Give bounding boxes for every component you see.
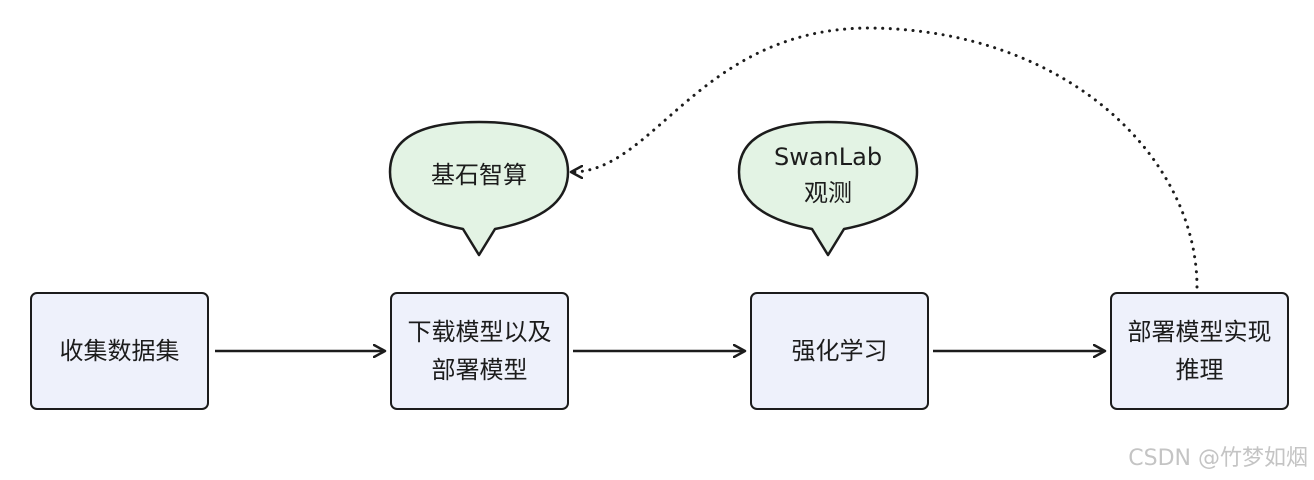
- step-collect-label: 收集数据集: [59, 337, 180, 365]
- swanlab-bubble-label-line1: SwanLab: [773, 143, 883, 171]
- step-deploy-label-line2: 推理: [1175, 356, 1224, 384]
- step-reinforcement-learning: 强化学习: [750, 292, 929, 410]
- step-deploy-label-line1: 部署模型实现: [1127, 318, 1272, 346]
- swanlab-bubble-text: SwanLab 观测: [739, 122, 917, 228]
- step-download-label-line2: 部署模型: [431, 356, 528, 384]
- jishi-bubble: [388, 120, 570, 257]
- step-download-model: 下载模型以及 部署模型: [390, 292, 569, 410]
- jishi-bubble-label: 基石智算: [431, 161, 527, 189]
- swanlab-bubble-label-line2: 观测: [804, 179, 852, 207]
- dotted-feedback-arrow: [572, 26, 1199, 289]
- csdn-watermark: CSDN @竹梦如烟: [1128, 446, 1308, 471]
- swanlab-bubble: [737, 120, 919, 257]
- step-deploy-inference: 部署模型实现 推理: [1110, 292, 1289, 410]
- step-download-label-line1: 下载模型以及: [407, 318, 552, 346]
- step-collect-dataset: 收集数据集: [30, 292, 209, 410]
- step-rl-label: 强化学习: [791, 337, 888, 365]
- jishi-bubble-text: 基石智算: [390, 122, 568, 228]
